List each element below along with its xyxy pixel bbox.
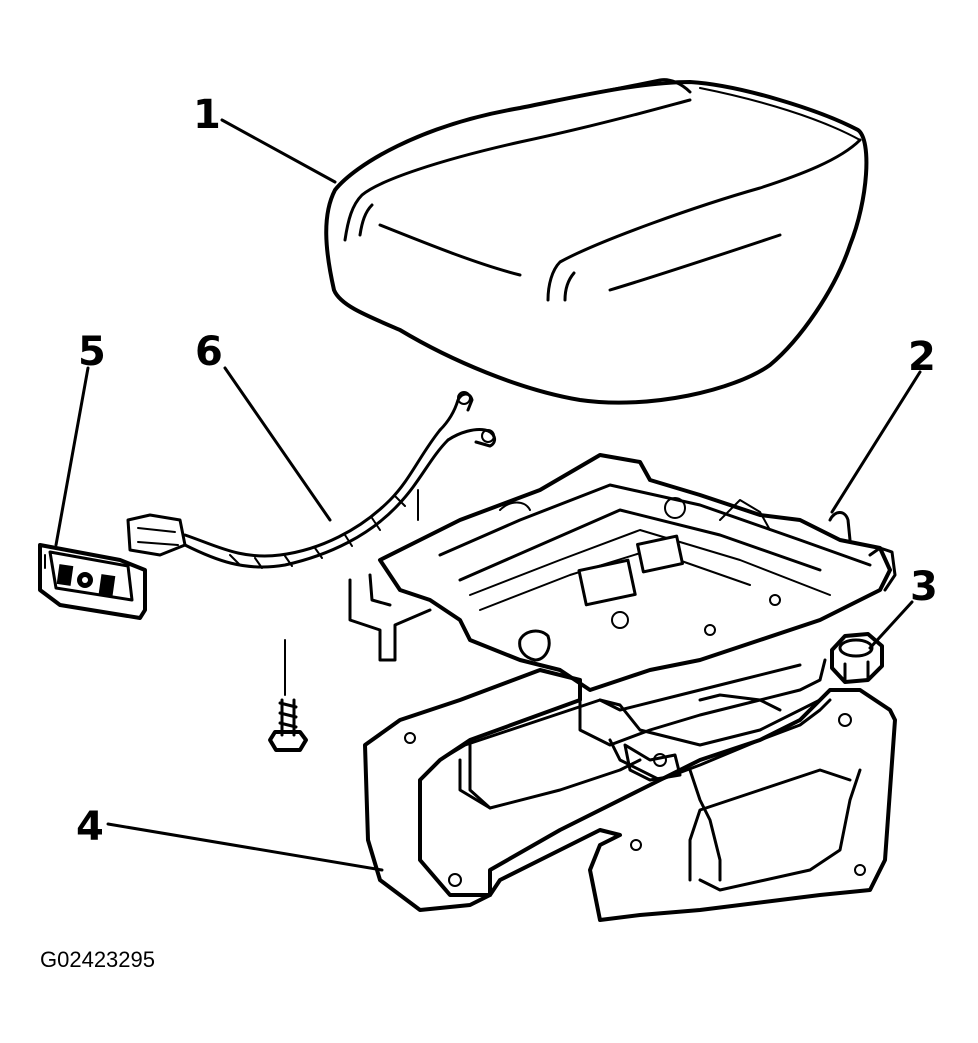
callout-3: 3	[910, 564, 938, 610]
seat-cushion	[324, 78, 869, 405]
callout-4: 4	[76, 804, 104, 850]
leader-4	[106, 822, 384, 872]
leader-1	[220, 118, 337, 184]
callout-1: 1	[193, 92, 221, 138]
seat-riser-base	[363, 668, 897, 922]
leader-5	[54, 366, 90, 547]
seat-switch	[38, 543, 147, 620]
leader-lines	[54, 118, 922, 872]
nut	[830, 632, 884, 684]
wiring-harness	[126, 391, 497, 569]
figure-id: G02423295	[40, 947, 155, 972]
leader-3	[868, 600, 914, 650]
leader-2	[830, 370, 922, 514]
callout-2: 2	[908, 334, 936, 380]
callout-6: 6	[195, 329, 223, 375]
leader-6	[223, 366, 332, 522]
bolt	[268, 639, 308, 752]
callout-5: 5	[78, 329, 106, 375]
seat-adjuster-frame	[348, 453, 897, 747]
